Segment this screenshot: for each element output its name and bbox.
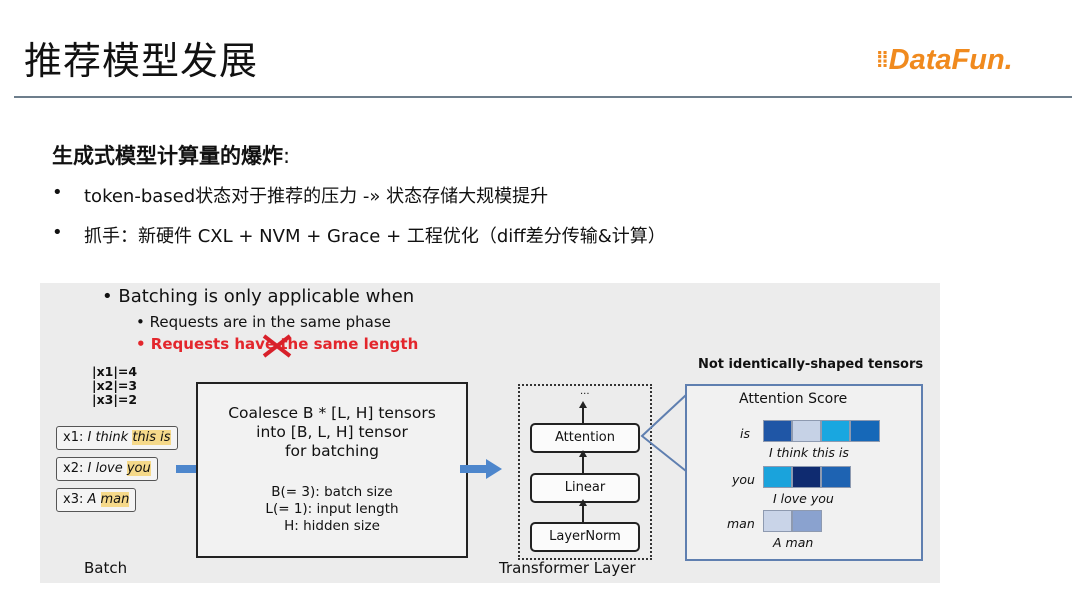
ellipsis: ... [580,386,590,397]
figure-bullet-main: • Batching is only applicable when [102,286,415,307]
bullet-item: •抓手：新硬件 CXL + NVM + Grace + 工程优化（diff差分传… [52,222,666,247]
score-cell [792,510,822,532]
score-cell [792,420,821,442]
row-sentence: I think this is [769,445,849,460]
not-identical-caption: Not identically-shaped tensors [698,357,924,372]
score-cell [850,420,880,442]
row-token-you: you [732,472,755,487]
row-sentence: A man [773,535,814,550]
bullet-item: •token-based状态对于推荐的压力 -» 状态存储大规模提升 [52,182,549,207]
input-lengths: |x1|=4|x2|=3|x3|=2 [92,364,138,407]
attention-score-title: Attention Score [739,391,848,407]
input-sequence-box: x3: A man [56,488,137,512]
callout-pointer [640,394,687,472]
figure-bullet-phase: • Requests are in the same phase [136,313,391,331]
logo-text: DataFun. [888,43,1013,76]
score-cell [821,466,851,488]
flow-arrows [579,401,587,522]
batching-figure: • Batching is only applicable when • Req… [40,283,940,583]
score-cell [821,420,850,442]
score-cell [763,420,792,442]
attention-block: Attention [530,423,640,453]
batch-label: Batch [84,559,128,577]
title-divider [14,96,1072,98]
transformer-layer-frame: Attention Linear LayerNorm [518,384,652,560]
linear-block: Linear [530,473,640,503]
page-title: 推荐模型发展 [24,39,259,83]
datafun-logo: ⁞⁞ DataFun. [876,40,1013,80]
layernorm-block: LayerNorm [530,522,640,552]
row-token-is: is [740,426,750,441]
score-cell [763,466,792,488]
attention-score-panel: Attention Score is I think this is you I… [685,384,923,561]
input-sequence-box: x1: I think this is [56,426,178,450]
section-heading: 生成式模型计算量的爆炸: [52,144,291,168]
cross-out-mark [262,334,292,358]
score-cell [763,510,792,532]
right-arrow-icon [460,459,502,479]
row-sentence: I love you [773,491,834,506]
score-cell [792,466,821,488]
transformer-layer-label: Transformer Layer [499,559,636,577]
input-sequence-box: x2: I love you [56,457,158,481]
logo-dots-icon: ⁞⁞ [876,47,889,72]
row-token-man: man [727,516,755,531]
